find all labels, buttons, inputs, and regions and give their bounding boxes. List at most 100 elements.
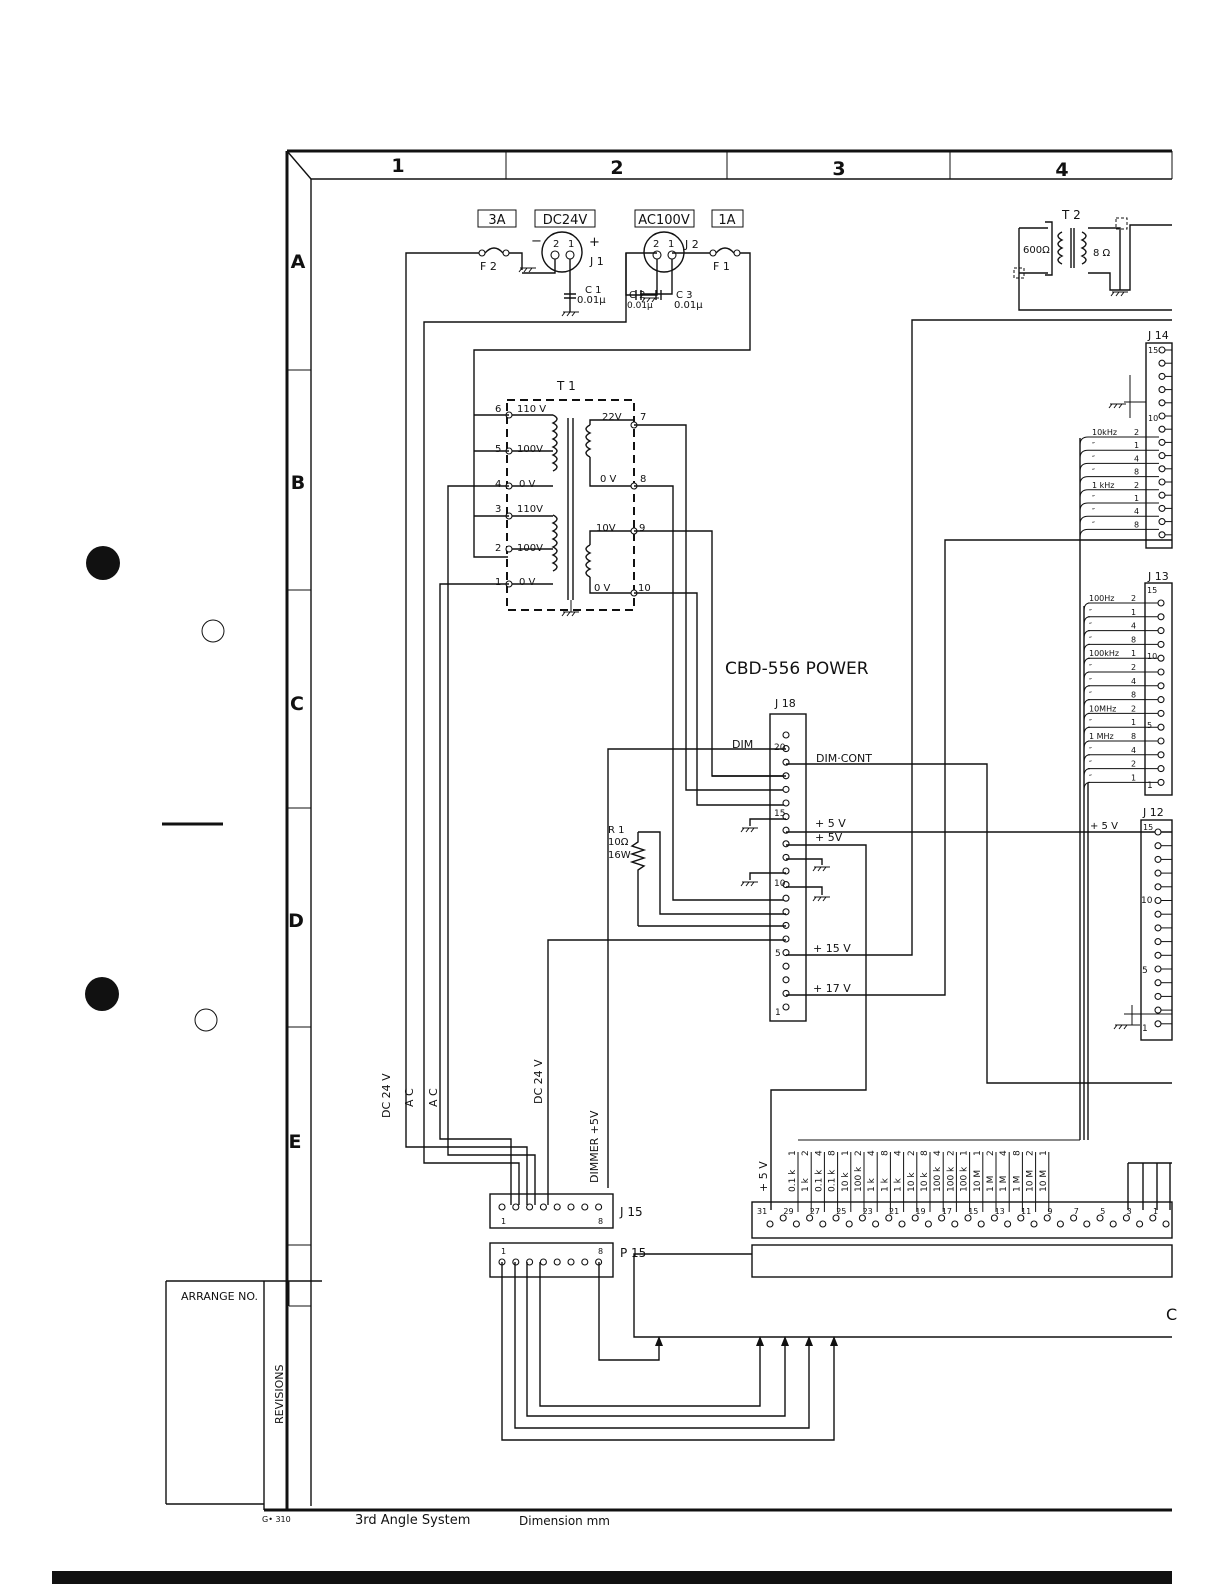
t1-pin-number: 2 [495,543,501,554]
ac-connector-rating: AC100V [638,213,690,228]
bottom-connector-pin [938,1214,946,1222]
j13-label: J 13 [1147,570,1169,583]
bottom-connector-pin [1070,1214,1078,1222]
j14-pin-number: 15 [1148,346,1158,355]
j13-bit-label: 4 [1131,746,1136,755]
j15-pin [512,1203,520,1211]
bottom-pin-number: 21 [889,1207,899,1216]
bottom-connector-pin [924,1220,932,1228]
bottom-pin-number: 23 [863,1207,873,1216]
j18-pin [782,894,790,902]
t1-tap-label: 0 V [600,474,617,485]
transformer-t2 [1013,217,1172,311]
ground-icon [518,267,659,317]
t1-tap-label: 0 V [594,583,611,594]
j12-pin [1154,965,1162,973]
svg-text:1: 1 [568,239,574,250]
j13-row-label: ″ [1089,746,1092,755]
t1-wiring [439,414,786,1205]
j14-pin [1158,359,1166,367]
j13-pin [1157,668,1165,676]
j15-pin [567,1203,575,1211]
column-label-4: 4 [1055,159,1068,181]
bottom-pin-number: 3 [1127,1207,1132,1216]
j12-pin [1154,855,1162,863]
j14-pin [1158,478,1166,486]
bottom-value-label: 10 k [907,1172,917,1192]
row-label-d: D [288,910,304,932]
p15-pins [498,1258,603,1266]
input-wiring [405,252,751,1205]
bottom-connector-pin [1004,1220,1012,1228]
j14-bit-label: 2 [1134,481,1139,490]
j13-bit-label: 8 [1131,732,1136,741]
j14-row-label: ″ [1092,520,1095,529]
t1-pin-number: 4 [495,479,501,490]
j12-pins [1154,828,1172,1028]
bottom-bit-label: 4 [933,1150,943,1156]
bottom-connector-pin [1083,1220,1091,1228]
bottom-connector-pin [1162,1220,1170,1228]
j13-bit-label: 8 [1131,691,1136,700]
dim-label: DIM [732,738,753,751]
j18-pin [782,840,790,848]
c2-value: 0.01μ [627,301,653,311]
arrange-no-label: ARRANGE NO. [181,1290,258,1303]
bottom-board-edge [751,1244,1173,1278]
j13-pin [1157,627,1165,635]
bottom-connector-pin [977,1220,985,1228]
j14-bit-label: 4 [1134,507,1139,516]
dimension-unit: Dimension mm [519,1514,610,1528]
j14-pin [1158,346,1166,354]
t1-primary-taps: 6 110 V 5 100V 4 0 V 3 110V 2 100V 1 0 V [495,404,546,588]
j18-pin [782,1003,790,1011]
j15-pin [526,1203,534,1211]
p15-pin [581,1258,589,1266]
j14-row-label: ″ [1092,494,1095,503]
bottom-connector-pin [779,1214,787,1222]
j13-pin-number: 5 [1147,721,1152,730]
bottom-value-label: 1 M [986,1176,996,1192]
j14-pin [1158,465,1166,473]
j18-pin [782,785,790,793]
j14-row-label: ″ [1092,468,1095,477]
drawing-code: G• 310 [262,1515,291,1524]
bottom-value-label: 1 k [867,1177,877,1192]
j13-pin [1157,778,1165,786]
bottom-bit-label: 1 [960,1150,970,1156]
bottom-pin-number: 17 [942,1207,952,1216]
t1-pin-number: 8 [640,474,646,485]
bottom-value-label: 10 M [1039,1170,1049,1192]
bottom-value-label: 1 k [894,1177,904,1192]
bottom-bit-label: 1 [973,1150,983,1156]
wire-label-dimmer: DIMMER +5V [588,1110,601,1183]
svg-text:2: 2 [553,239,559,250]
p15-wiring [501,1262,835,1441]
j14-pin [1158,386,1166,394]
j13-pin [1157,613,1165,621]
bottom-bit-label: 2 [986,1150,996,1156]
bottom-connector-pin [1043,1214,1051,1222]
bottom-pin-number: 11 [1021,1207,1031,1216]
t2-secondary-impedance: 8 Ω [1093,248,1111,259]
j13-row-label: 10MHz [1089,704,1116,713]
connector-j13 [1144,582,1173,796]
j14-bit-label: 8 [1134,468,1139,477]
bottom-connector-pin [885,1214,893,1222]
signal-dim-cont: DIM·CONT [816,752,872,765]
j13-row-label: ″ [1089,608,1092,617]
j14-label: J 14 [1147,329,1169,342]
wire-label-plus5v: + 5 V [757,1161,770,1192]
j18-pin-number: 15 [774,809,785,819]
c3-label: C 3 [676,290,693,301]
j13-row-label: ″ [1089,635,1092,644]
ground-icon [1113,1005,1172,1030]
bottom-connector-pin [792,1220,800,1228]
t1-pin-number: 9 [639,523,645,534]
t1-pin-number: 3 [495,504,501,515]
j12-pin-number: 5 [1142,966,1148,976]
j14-row-label: 1 kHz [1092,481,1114,490]
j12-pin-number: 1 [1142,1024,1148,1034]
j13-pin-number: 15 [1147,586,1157,595]
